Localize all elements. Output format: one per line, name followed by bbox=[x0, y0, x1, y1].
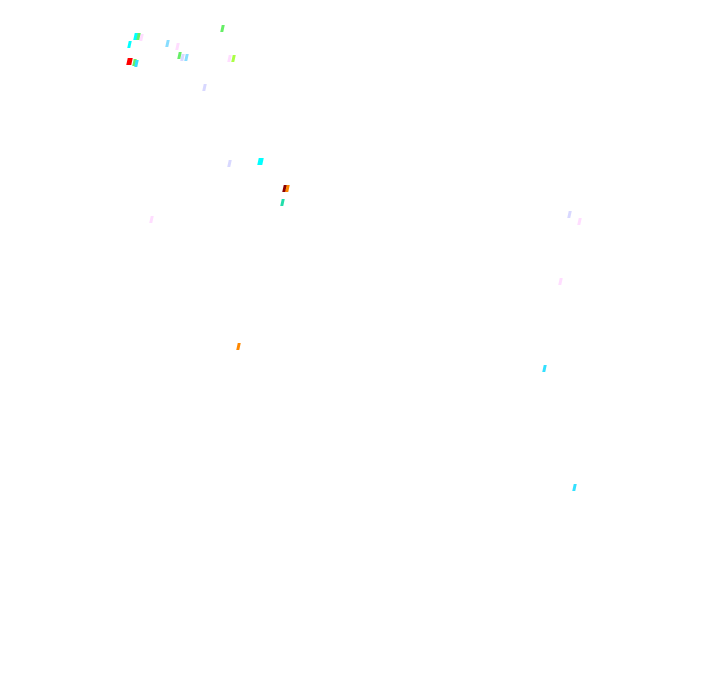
speck bbox=[542, 365, 547, 372]
speck bbox=[577, 218, 582, 225]
speck bbox=[139, 34, 144, 41]
speck bbox=[572, 484, 577, 491]
speck bbox=[127, 41, 132, 48]
speck bbox=[558, 278, 563, 285]
speck bbox=[257, 158, 264, 165]
speck bbox=[184, 54, 189, 61]
speck bbox=[202, 84, 207, 91]
speck bbox=[231, 55, 236, 62]
speck bbox=[227, 160, 232, 167]
speck bbox=[567, 211, 572, 218]
speck bbox=[220, 25, 225, 32]
speck bbox=[165, 40, 170, 47]
speck bbox=[149, 216, 154, 223]
speck bbox=[134, 60, 139, 67]
speck bbox=[175, 43, 180, 50]
speck bbox=[280, 199, 285, 206]
speck bbox=[236, 343, 241, 350]
speck bbox=[285, 185, 290, 192]
